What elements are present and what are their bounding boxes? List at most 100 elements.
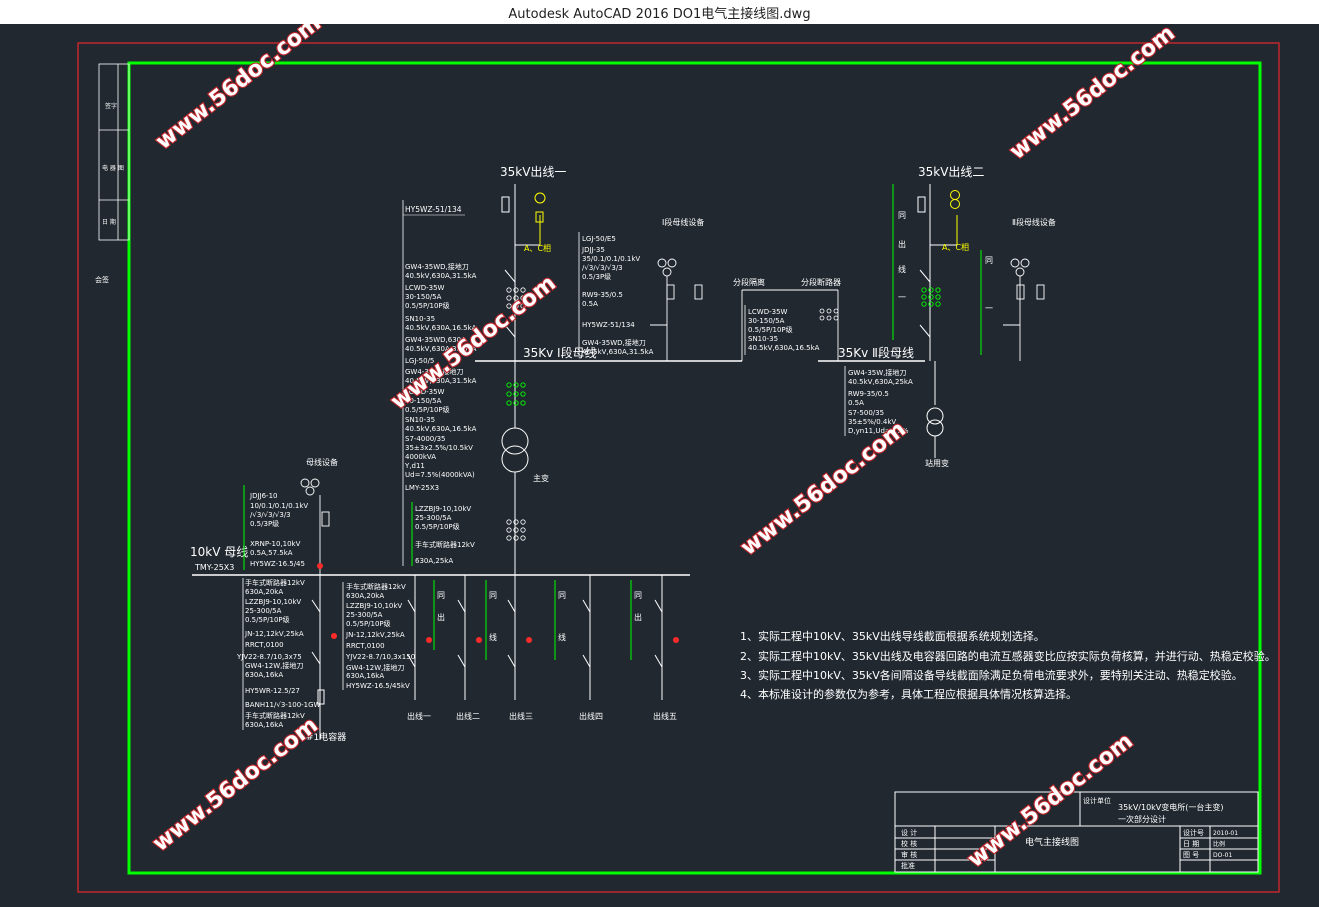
svg-text:40.5kV,630A,16.5kA: 40.5kV,630A,16.5kA (405, 425, 477, 433)
svg-text:D,yn11,Ud=6.5%: D,yn11,Ud=6.5% (848, 427, 909, 435)
window-title: Autodesk AutoCAD 2016 DO1电气主接线图.dwg (508, 7, 811, 22)
svg-text:LMY-25X3: LMY-25X3 (405, 484, 439, 492)
svg-text:10/0.1/0.1/0.1kV: 10/0.1/0.1/0.1kV (250, 502, 308, 510)
svg-text:/√3/√3/√3/3: /√3/√3/√3/3 (250, 511, 291, 519)
spec-column-g: 手车式断路器12kV 630A,20kA LZZBJ9-10,10kV 25-3… (236, 578, 321, 730)
svg-text:JDJJ-35: JDJJ-35 (581, 246, 605, 254)
pt-circle-2 (950, 190, 960, 200)
main-xfmr-label: 主变 (533, 473, 549, 483)
svg-text:0.5/3P级: 0.5/3P级 (582, 272, 611, 281)
svg-text:Y,d11: Y,d11 (404, 462, 425, 470)
spec-column-f: JDJJ6-10 10/0.1/0.1/0.1kV /√3/√3/√3/3 0.… (243, 485, 308, 570)
svg-text:同: 同 (985, 256, 993, 265)
svg-text:LCWD-35W: LCWD-35W (748, 308, 788, 316)
svg-text:LZZBJ9-10,10kV: LZZBJ9-10,10kV (245, 598, 301, 606)
svg-text:GW4-35WD,接地刀: GW4-35WD,接地刀 (582, 338, 646, 347)
svg-text:HY5WR-12.5/27: HY5WR-12.5/27 (245, 687, 300, 695)
same-as-bracket-2: 同 一 (980, 250, 993, 355)
svg-text:SN10-35: SN10-35 (748, 335, 778, 343)
svg-text:线: 线 (558, 632, 566, 642)
svg-text:0.5A: 0.5A (848, 399, 864, 407)
svg-text:GW4-35W,接地刀: GW4-35W,接地刀 (405, 367, 463, 376)
svg-text:GW4-35WD,630A: GW4-35WD,630A (405, 336, 466, 344)
title-block (894, 791, 1259, 873)
feeder-2-dot (476, 637, 482, 643)
watermark-2: www.56doc.com (1005, 24, 1179, 165)
svg-text:4000kVA: 4000kVA (405, 453, 436, 461)
svg-text:YJV22-8.7/10,3x150: YJV22-8.7/10,3x150 (345, 653, 415, 661)
capacitor-label: #1电容器 (306, 731, 346, 743)
svg-text:线: 线 (489, 632, 497, 642)
ac-phase-label: A、C相 (524, 243, 551, 253)
ct-stack-1 (506, 287, 526, 309)
svg-text:GW4-35WD,接地刀: GW4-35WD,接地刀 (405, 262, 469, 271)
svg-text:批准: 批准 (901, 861, 915, 870)
svg-text:630A,16kA: 630A,16kA (245, 721, 283, 729)
svg-text:LGJ-50/E5: LGJ-50/E5 (582, 235, 616, 243)
svg-text:GW4-12W,接地刀: GW4-12W,接地刀 (346, 663, 404, 672)
feeder-label-3: 出线三 (509, 711, 533, 721)
svg-text:S7-500/35: S7-500/35 (848, 409, 884, 417)
svg-text:手车式断路器12kV: 手车式断路器12kV (415, 540, 475, 549)
svg-text:30-150/5A: 30-150/5A (748, 317, 785, 325)
svg-text:25-300/5A: 25-300/5A (415, 514, 452, 522)
svg-text:一: 一 (985, 304, 993, 313)
watermark-4: www.56doc.com (736, 417, 910, 561)
svg-text:DO-01: DO-01 (1213, 852, 1232, 859)
phase-ac-marker (535, 211, 544, 245)
cad-drawing-svg: 签字 电 器 图 日 期 会签 35Kv Ⅰ段母线 35Kv Ⅱ段母线 35kV… (77, 10, 1280, 893)
svg-text:线: 线 (898, 264, 906, 274)
svg-text:设 计: 设 计 (901, 828, 917, 837)
bus-equip-2-label: Ⅱ段母线设备 (1012, 217, 1056, 227)
svg-text:2010-01: 2010-01 (1213, 830, 1238, 837)
svg-text:LCWD-35W: LCWD-35W (405, 388, 445, 396)
feeder-5-dot (673, 637, 679, 643)
svg-text:LZZBJ9-10,10kV: LZZBJ9-10,10kV (346, 602, 402, 610)
same-as-bracket-1: 同 出 线 一 (892, 184, 906, 340)
svg-text:SN10-35: SN10-35 (405, 416, 435, 424)
svg-text:40.5kV,630A,16.5kA: 40.5kV,630A,16.5kA (405, 324, 477, 332)
strip-label-1: 签字 (105, 102, 117, 110)
feeder-label-5: 出线五 (653, 711, 677, 721)
svg-text:同: 同 (634, 591, 642, 600)
bus10-label: 10kV 母线 (190, 545, 248, 559)
svg-text:HY5WZ-16.5/45: HY5WZ-16.5/45 (250, 560, 305, 568)
svg-text:35/0.1/0.1/0.1kV: 35/0.1/0.1/0.1kV (582, 255, 640, 263)
svg-text:40.5kV,630A,31.5kA: 40.5kV,630A,31.5kA (405, 345, 477, 353)
svg-text:出: 出 (634, 612, 642, 622)
main-transformer (501, 361, 529, 575)
sec-breaker-label: 分段断路器 (801, 277, 841, 287)
ct-stack-sec (819, 308, 839, 321)
svg-text:0.5A,57.5kA: 0.5A,57.5kA (250, 549, 293, 557)
tb-project: 35kV/10kV变电所(一台主变) (1118, 802, 1224, 812)
bus-equip-10 (300, 478, 330, 575)
svg-text:JDJJ6-10: JDJJ6-10 (249, 492, 277, 500)
bus10-type: TMY-25X3 (194, 563, 234, 572)
svg-text:0.5/5P/10P级: 0.5/5P/10P级 (245, 615, 290, 624)
station-transformer (926, 361, 944, 458)
tb-drawing: 电气主接线图 (1025, 836, 1079, 848)
drawing-canvas[interactable]: 签字 电 器 图 日 期 会签 35Kv Ⅰ段母线 35Kv Ⅱ段母线 35kV… (0, 10, 1319, 903)
spec-column-c: LCWD-35W 30-150/5A 0.5/5P/10P级 SN10-35 4… (744, 305, 820, 355)
bus35-2-label: 35Kv Ⅱ段母线 (838, 345, 914, 360)
window-titlebar: Autodesk AutoCAD 2016 DO1电气主接线图.dwg (0, 0, 1319, 25)
feeder-label-2: 出线二 (456, 711, 480, 721)
capacitor-breaker-dot (331, 633, 337, 639)
svg-text:GW4-35W,接地刀: GW4-35W,接地刀 (848, 368, 906, 377)
svg-text:比例: 比例 (1213, 840, 1225, 848)
feeder-5 (654, 575, 663, 700)
sec-isolator-label: 分段隔离 (733, 277, 765, 287)
svg-text:630A,25kA: 630A,25kA (415, 557, 453, 565)
svg-text:630A,16kA: 630A,16kA (346, 672, 384, 680)
svg-text:630A,20kA: 630A,20kA (346, 592, 384, 600)
svg-text:30-150/5A: 30-150/5A (405, 293, 442, 301)
svg-text:HY5WZ-16.5/45kV: HY5WZ-16.5/45kV (346, 682, 410, 690)
svg-text:0.5/5P/10P级: 0.5/5P/10P级 (405, 301, 450, 310)
spec-column-a: HY5WZ-51/134 GW4-35WD,接地刀 40.5kV,630A,31… (402, 200, 477, 566)
svg-text:BANH11/√3-100-1GW: BANH11/√3-100-1GW (245, 701, 321, 709)
svg-text:一: 一 (898, 293, 906, 302)
svg-text:LGJ-50/5: LGJ-50/5 (405, 357, 434, 365)
svg-text:0.5/3P级: 0.5/3P级 (250, 519, 279, 528)
svg-text:手车式断路器12kV: 手车式断路器12kV (346, 582, 406, 591)
svg-text:SN10-35: SN10-35 (405, 315, 435, 323)
